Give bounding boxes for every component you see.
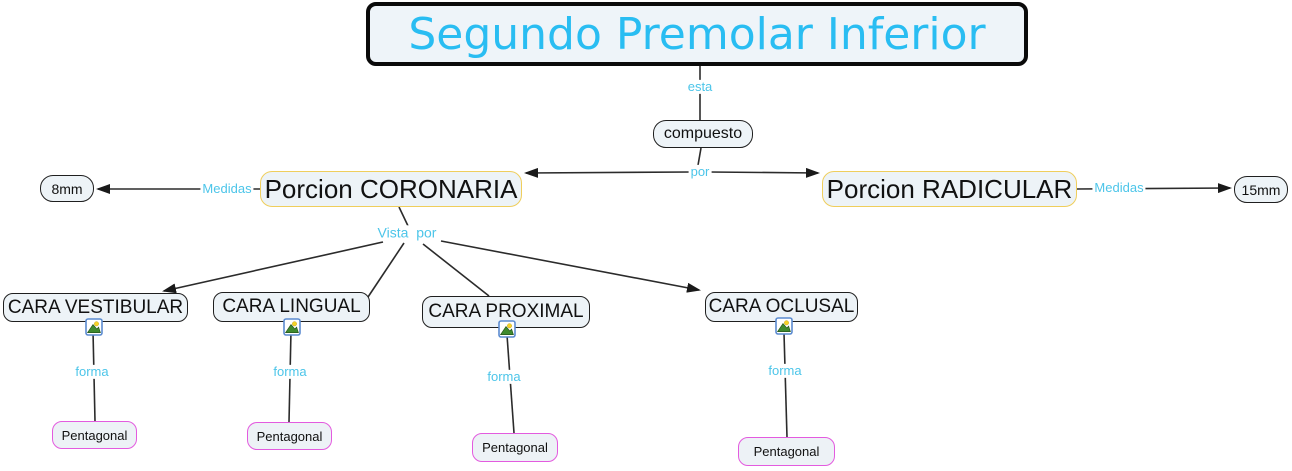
link-medidas-right[interactable]: Medidas: [1092, 179, 1146, 196]
cara-vestibular-node[interactable]: CARA VESTIBULAR: [3, 293, 188, 322]
link-forma-vestibular[interactable]: forma: [73, 363, 111, 380]
connector-por-coronaria: [524, 167, 692, 178]
medida-15mm-node[interactable]: 15mm: [1234, 176, 1288, 203]
image-resource-icon[interactable]: [85, 318, 103, 336]
link-esta[interactable]: esta: [685, 78, 715, 95]
connector-vistapor-vestibular: [162, 241, 384, 294]
pentagonal-lingual-node[interactable]: Pentagonal: [247, 422, 332, 450]
link-forma-oclusal[interactable]: forma: [766, 362, 804, 379]
porcion-coronaria-node[interactable]: Porcion CORONARIA: [260, 171, 522, 207]
image-resource-icon[interactable]: [283, 318, 301, 336]
link-vista-por[interactable]: Vista por: [375, 224, 439, 241]
porcion-radicular-node[interactable]: Porcion RADICULAR: [822, 171, 1077, 207]
connector-oclusal-pentagonal: [783, 332, 788, 438]
connector-coronaria-vistapor: [398, 206, 410, 229]
pentagonal-vestibular-node[interactable]: Pentagonal: [52, 421, 137, 449]
pentagonal-oclusal-node[interactable]: Pentagonal: [738, 437, 835, 466]
image-resource-icon[interactable]: [775, 317, 793, 335]
link-forma-proximal[interactable]: forma: [485, 368, 523, 385]
title-node[interactable]: Segundo Premolar Inferior: [366, 2, 1028, 66]
link-por[interactable]: por: [688, 163, 712, 180]
connector-vistapor-lingual: [365, 242, 405, 301]
link-medidas-left[interactable]: Medidas: [200, 180, 254, 197]
connector-por-radicular: [708, 167, 820, 178]
image-resource-icon[interactable]: [498, 320, 516, 338]
compuesto-node[interactable]: compuesto: [653, 120, 753, 148]
cara-lingual-node[interactable]: CARA LINGUAL: [213, 292, 370, 322]
pentagonal-proximal-node[interactable]: Pentagonal: [472, 433, 558, 462]
connector-vistapor-proximal: [422, 243, 490, 297]
link-forma-lingual[interactable]: forma: [271, 363, 309, 380]
medida-8mm-node[interactable]: 8mm: [40, 175, 94, 202]
connector-vistapor-oclusal: [440, 240, 701, 293]
cara-oclusal-node[interactable]: CARA OCLUSAL: [705, 292, 858, 322]
